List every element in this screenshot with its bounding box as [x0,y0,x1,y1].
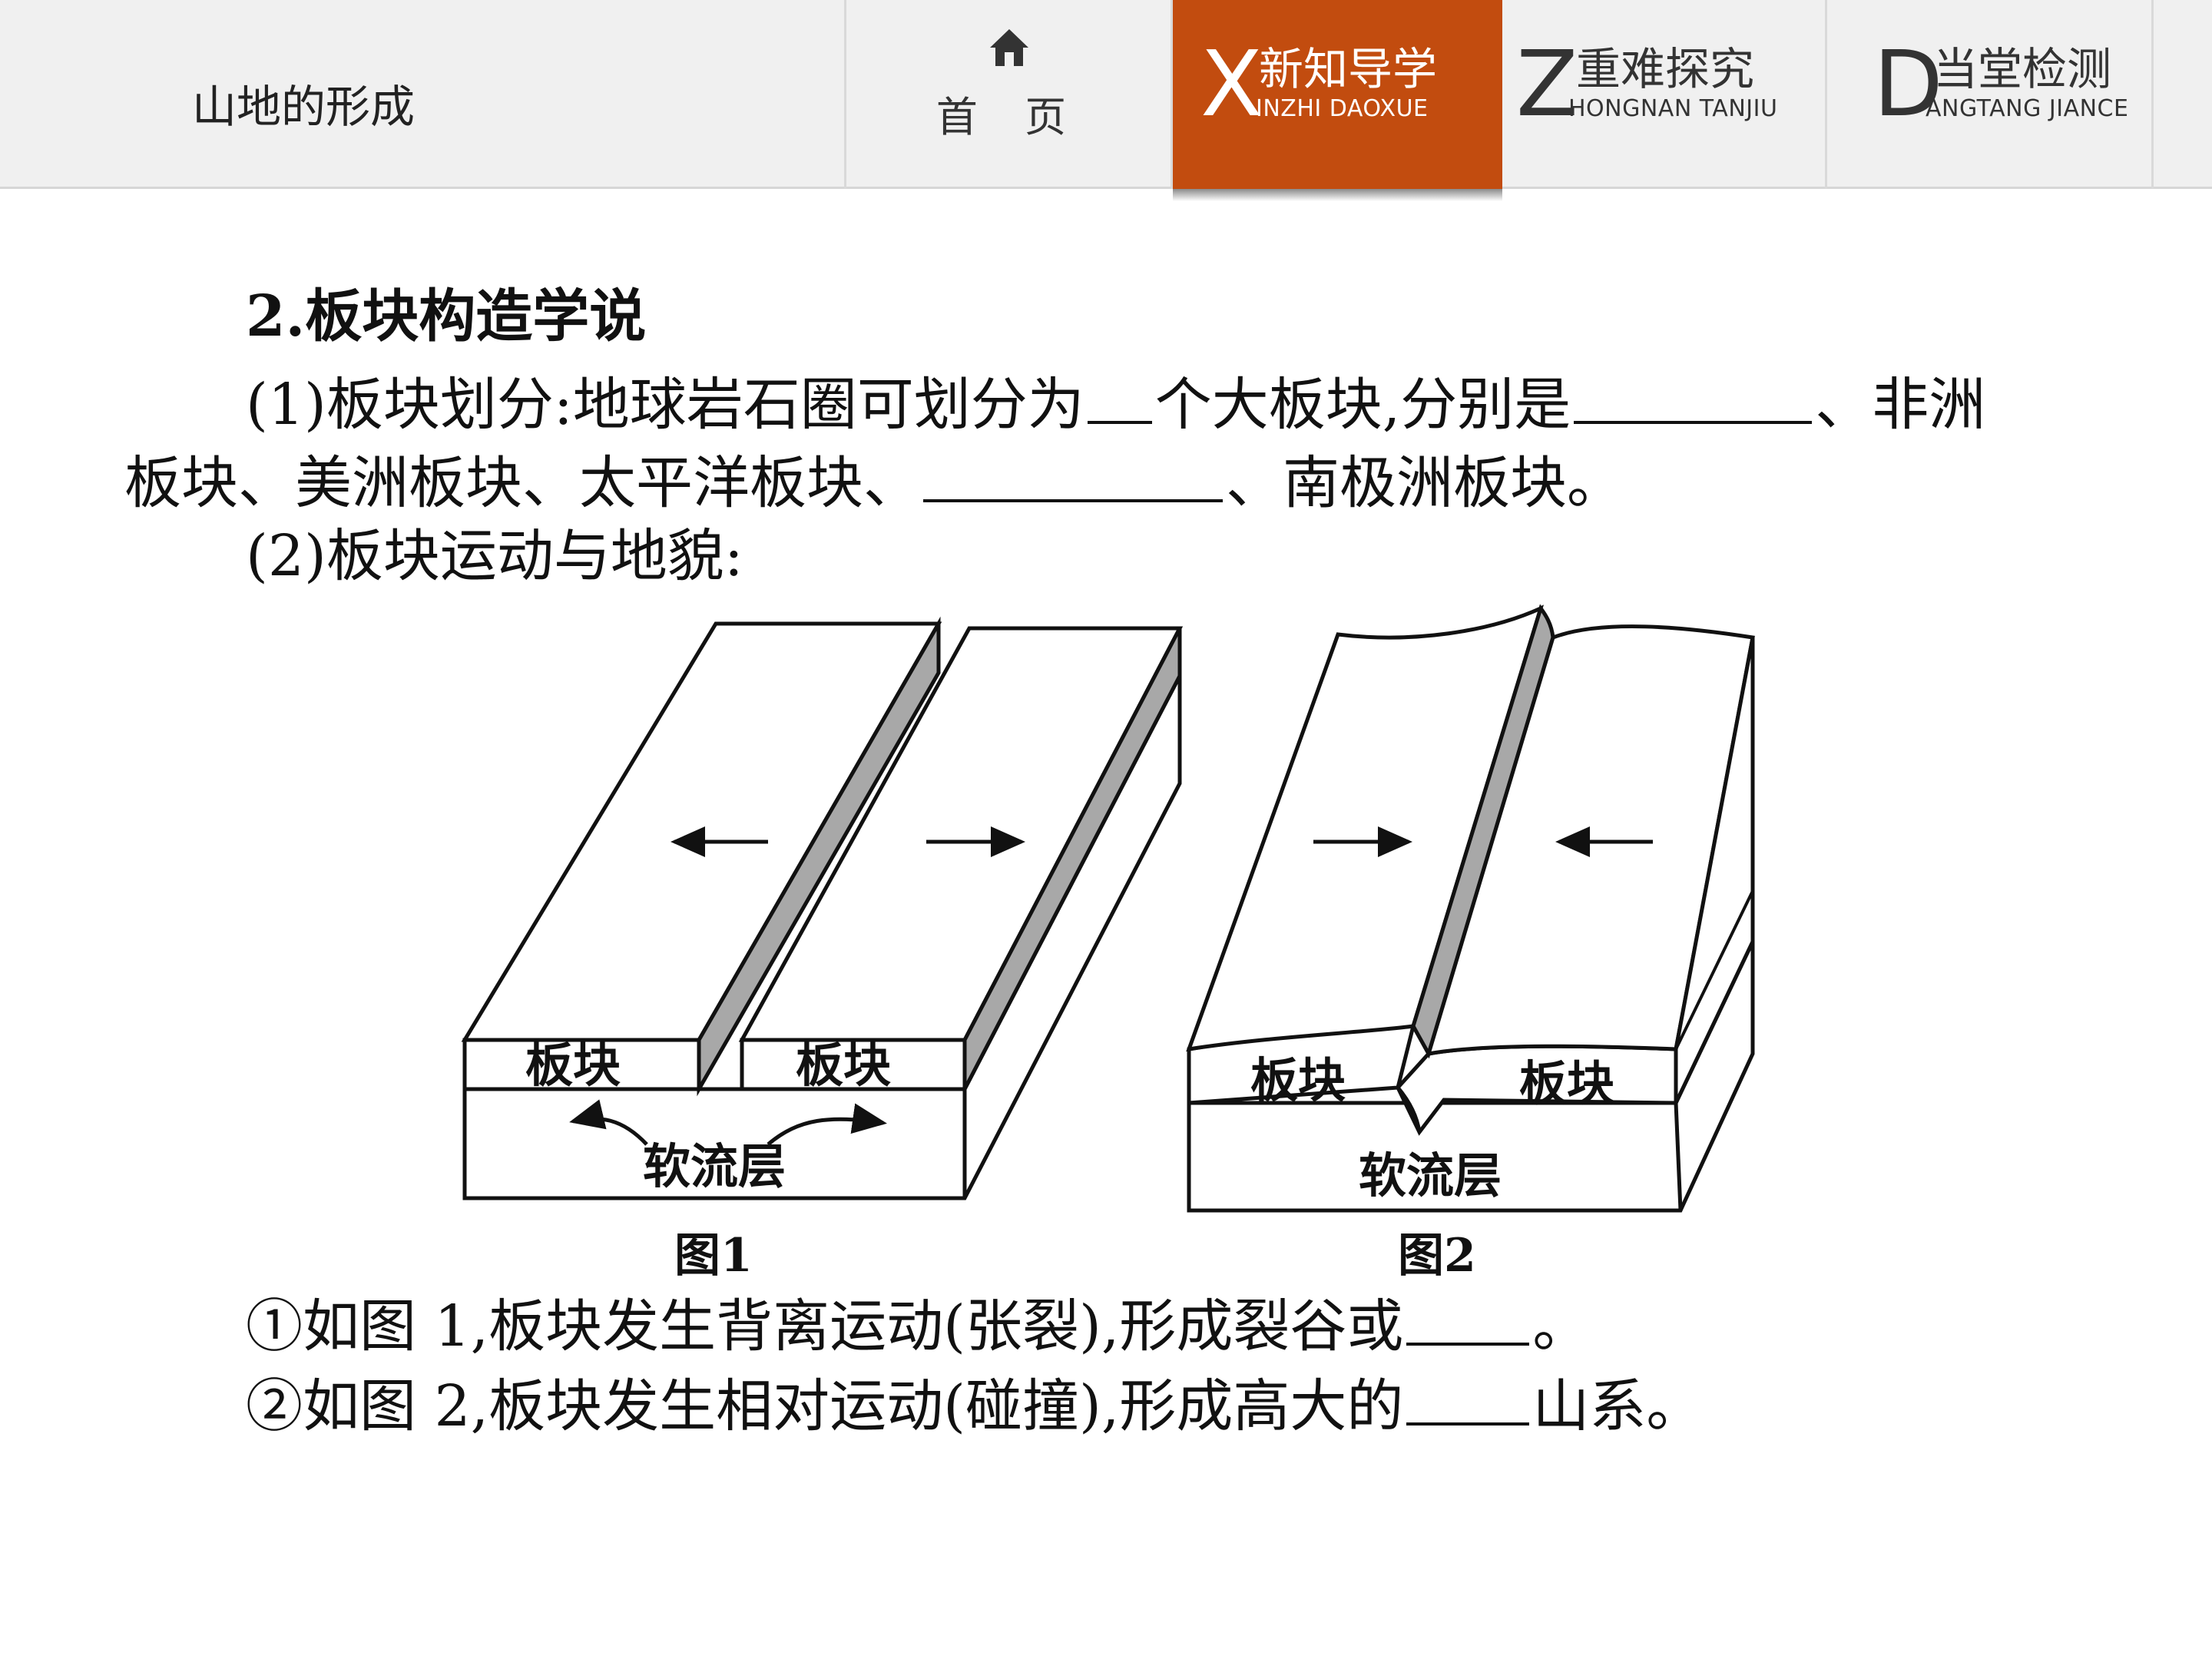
tab-sublabel: ANGTANG JIANCE [1926,95,2129,122]
left-plate-front [462,1038,701,1091]
fig1-asthenosphere-label: 软流层 [643,1138,786,1194]
text-run: 。 [1532,1293,1590,1359]
fill-blank-plate-count[interactable] [1087,367,1152,424]
tab-zhongnan-tanjiu[interactable]: Z 重难探究 HONGNAN TANJIU [1502,0,1827,189]
text-run: 、南极洲板块。 [1226,450,1624,516]
right-plate-front [740,1038,967,1091]
top-navigation-bar: 山地的形成 首 页 X 新知导学 INZHI DAOXUE Z 重难探究 HON… [0,0,2212,201]
text-run: 山系。 [1532,1373,1704,1439]
text-run: ①如图 1,板块发生背离运动(张裂),形成裂谷或 [246,1293,1404,1359]
heading-number: 2 [246,283,286,349]
fig2-asthenosphere-label: 软流层 [1359,1147,1502,1204]
fig2-plate-left-label: 板块 [1250,1052,1346,1108]
fill-blank-plate-name-2[interactable] [923,445,1223,502]
item-divergent: ①如图 1,板块发生背离运动(张裂),形成裂谷或 。 [246,1289,1589,1359]
tab-letter: X [1200,31,1263,137]
heading-text: .板块构造学说 [285,283,647,349]
home-label: 首 页 [935,93,1084,141]
figure-2-convergent: 板块 板块 软流层 [1186,604,1755,1213]
figure-1-divergent: 板块 板块 软流层 [461,616,1184,1200]
fig1-plate-left-label: 板块 [525,1037,621,1093]
tab-letter: Z [1516,31,1578,137]
tab-dangtang-jiance[interactable]: D 当堂检测 ANGTANG JIANCE [1827,0,2154,189]
fig1-plate-right-label: 板块 [796,1037,891,1093]
paragraph-plate-division-line1: (1)板块划分:地球岩石圈可划分为 个大板块,分别是 、非洲 [246,367,1985,437]
text-run: 、非洲 [1815,372,1986,438]
tab-label: 当堂检测 [1933,43,2112,95]
tab-xinzhi-daoxue[interactable]: X 新知导学 INZHI DAOXUE [1173,0,1502,201]
lesson-title-cell: 山地的形成 [0,0,846,189]
home-icon [990,29,1028,66]
section-heading: 2.板块构造学说 [246,284,646,349]
text-run: (1)板块划分:地球岩石圈可划分为 [246,372,1084,438]
fill-blank-mountain-type[interactable] [1406,1369,1530,1426]
tab-letter: D [1873,31,1943,137]
plate-motion-diagram: 板块 板块 软流层 板块 板块 软流层 [461,604,1755,1213]
fig2-plate-right-label: 板块 [1519,1055,1614,1111]
figure-2-caption: 图2 [1398,1229,1476,1283]
text-run: 板块、美洲板块、太平洋板块、 [124,450,920,516]
convection-arrow-left-icon [569,1099,648,1146]
text-run: (2)板块运动与地貌: [246,523,743,589]
paragraph-plate-division-line2: 板块、美洲板块、太平洋板块、 、南极洲板块。 [124,445,1624,515]
right-side-face [1674,637,1755,1104]
paragraph-plate-motion: (2)板块运动与地貌: [246,524,743,588]
convection-arrow-right-icon [767,1103,887,1146]
nav-end-spacer [2154,0,2212,189]
tab-sublabel: INZHI DAOXUE [1256,95,1429,122]
tab-label: 新知导学 [1259,43,1438,95]
item-convergent: ②如图 2,板块发生相对运动(碰撞),形成高大的 山系。 [246,1369,1703,1439]
fill-blank-plate-name-1[interactable] [1574,367,1813,424]
home-button[interactable]: 首 页 [846,0,1173,189]
tab-label: 重难探究 [1576,43,1755,95]
lesson-title: 山地的形成 [192,81,416,133]
figure-1-caption: 图1 [674,1229,753,1283]
text-run: ②如图 2,板块发生相对运动(碰撞),形成高大的 [246,1373,1404,1439]
text-run: 个大板块,分别是 [1154,372,1571,438]
fill-blank-rift-landform[interactable] [1406,1289,1530,1346]
tab-sublabel: HONGNAN TANJIU [1568,95,1778,122]
